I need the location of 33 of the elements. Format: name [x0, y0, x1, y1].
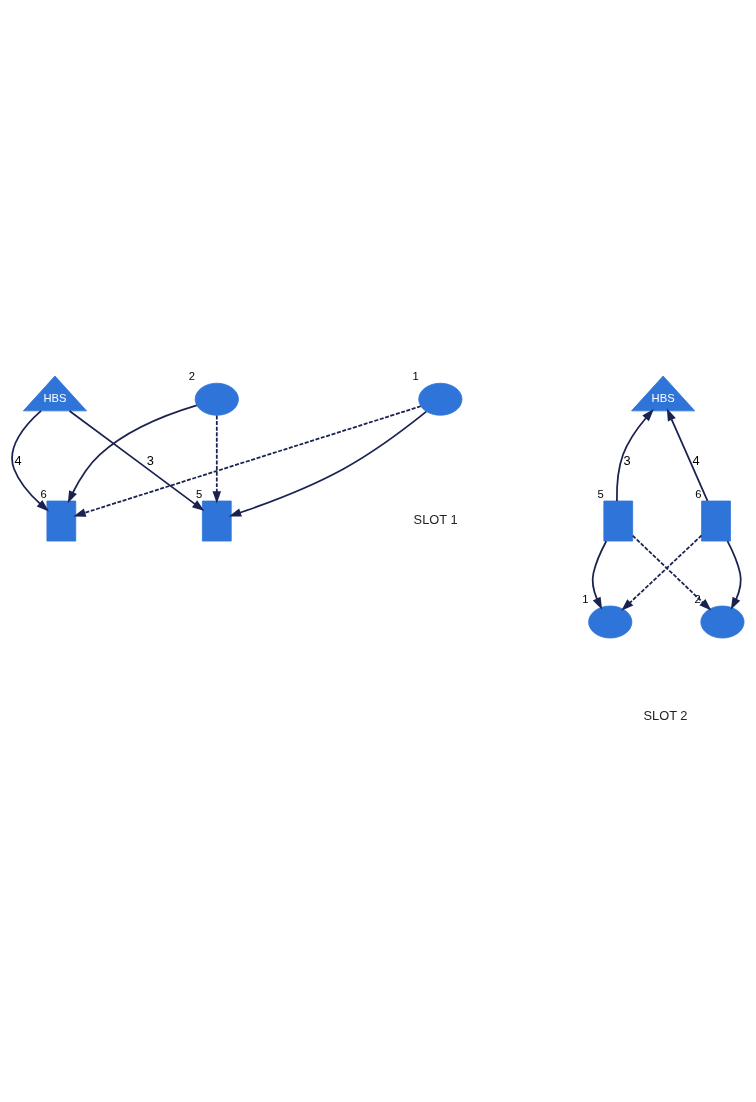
label: SLOT 2: [643, 707, 688, 723]
node-box: [46, 500, 77, 541]
arrow: [11, 409, 49, 511]
node-circle: [194, 382, 239, 416]
node-label: 5: [597, 487, 604, 500]
node-label: 1: [582, 592, 589, 605]
arrow: [68, 409, 205, 511]
node-label: 6: [695, 487, 702, 500]
node-box: [701, 500, 731, 541]
node-box: [603, 500, 634, 541]
arrow: [228, 410, 428, 517]
node-box: [202, 500, 232, 541]
node-label: 6: [40, 487, 47, 500]
arrow: [666, 408, 709, 502]
edge-label: 3: [623, 452, 631, 468]
node-label: 1: [412, 369, 419, 382]
arrow: [591, 539, 608, 610]
arrow: [616, 408, 654, 502]
node-label: 5: [196, 487, 203, 500]
arrow: [212, 414, 222, 504]
node-circle: [700, 605, 745, 638]
node-circle: [588, 605, 633, 638]
edge-label: 4: [14, 452, 22, 468]
arrow: [621, 534, 703, 611]
arrow: [73, 404, 422, 517]
edge-label: 3: [146, 452, 154, 468]
arrow: [631, 534, 712, 611]
node-circle: [418, 382, 463, 416]
node-label: 2: [188, 369, 196, 382]
arrow: [726, 539, 742, 610]
label: SLOT 1: [413, 511, 458, 527]
edge-label: 4: [692, 452, 700, 468]
arrow: [67, 404, 198, 503]
